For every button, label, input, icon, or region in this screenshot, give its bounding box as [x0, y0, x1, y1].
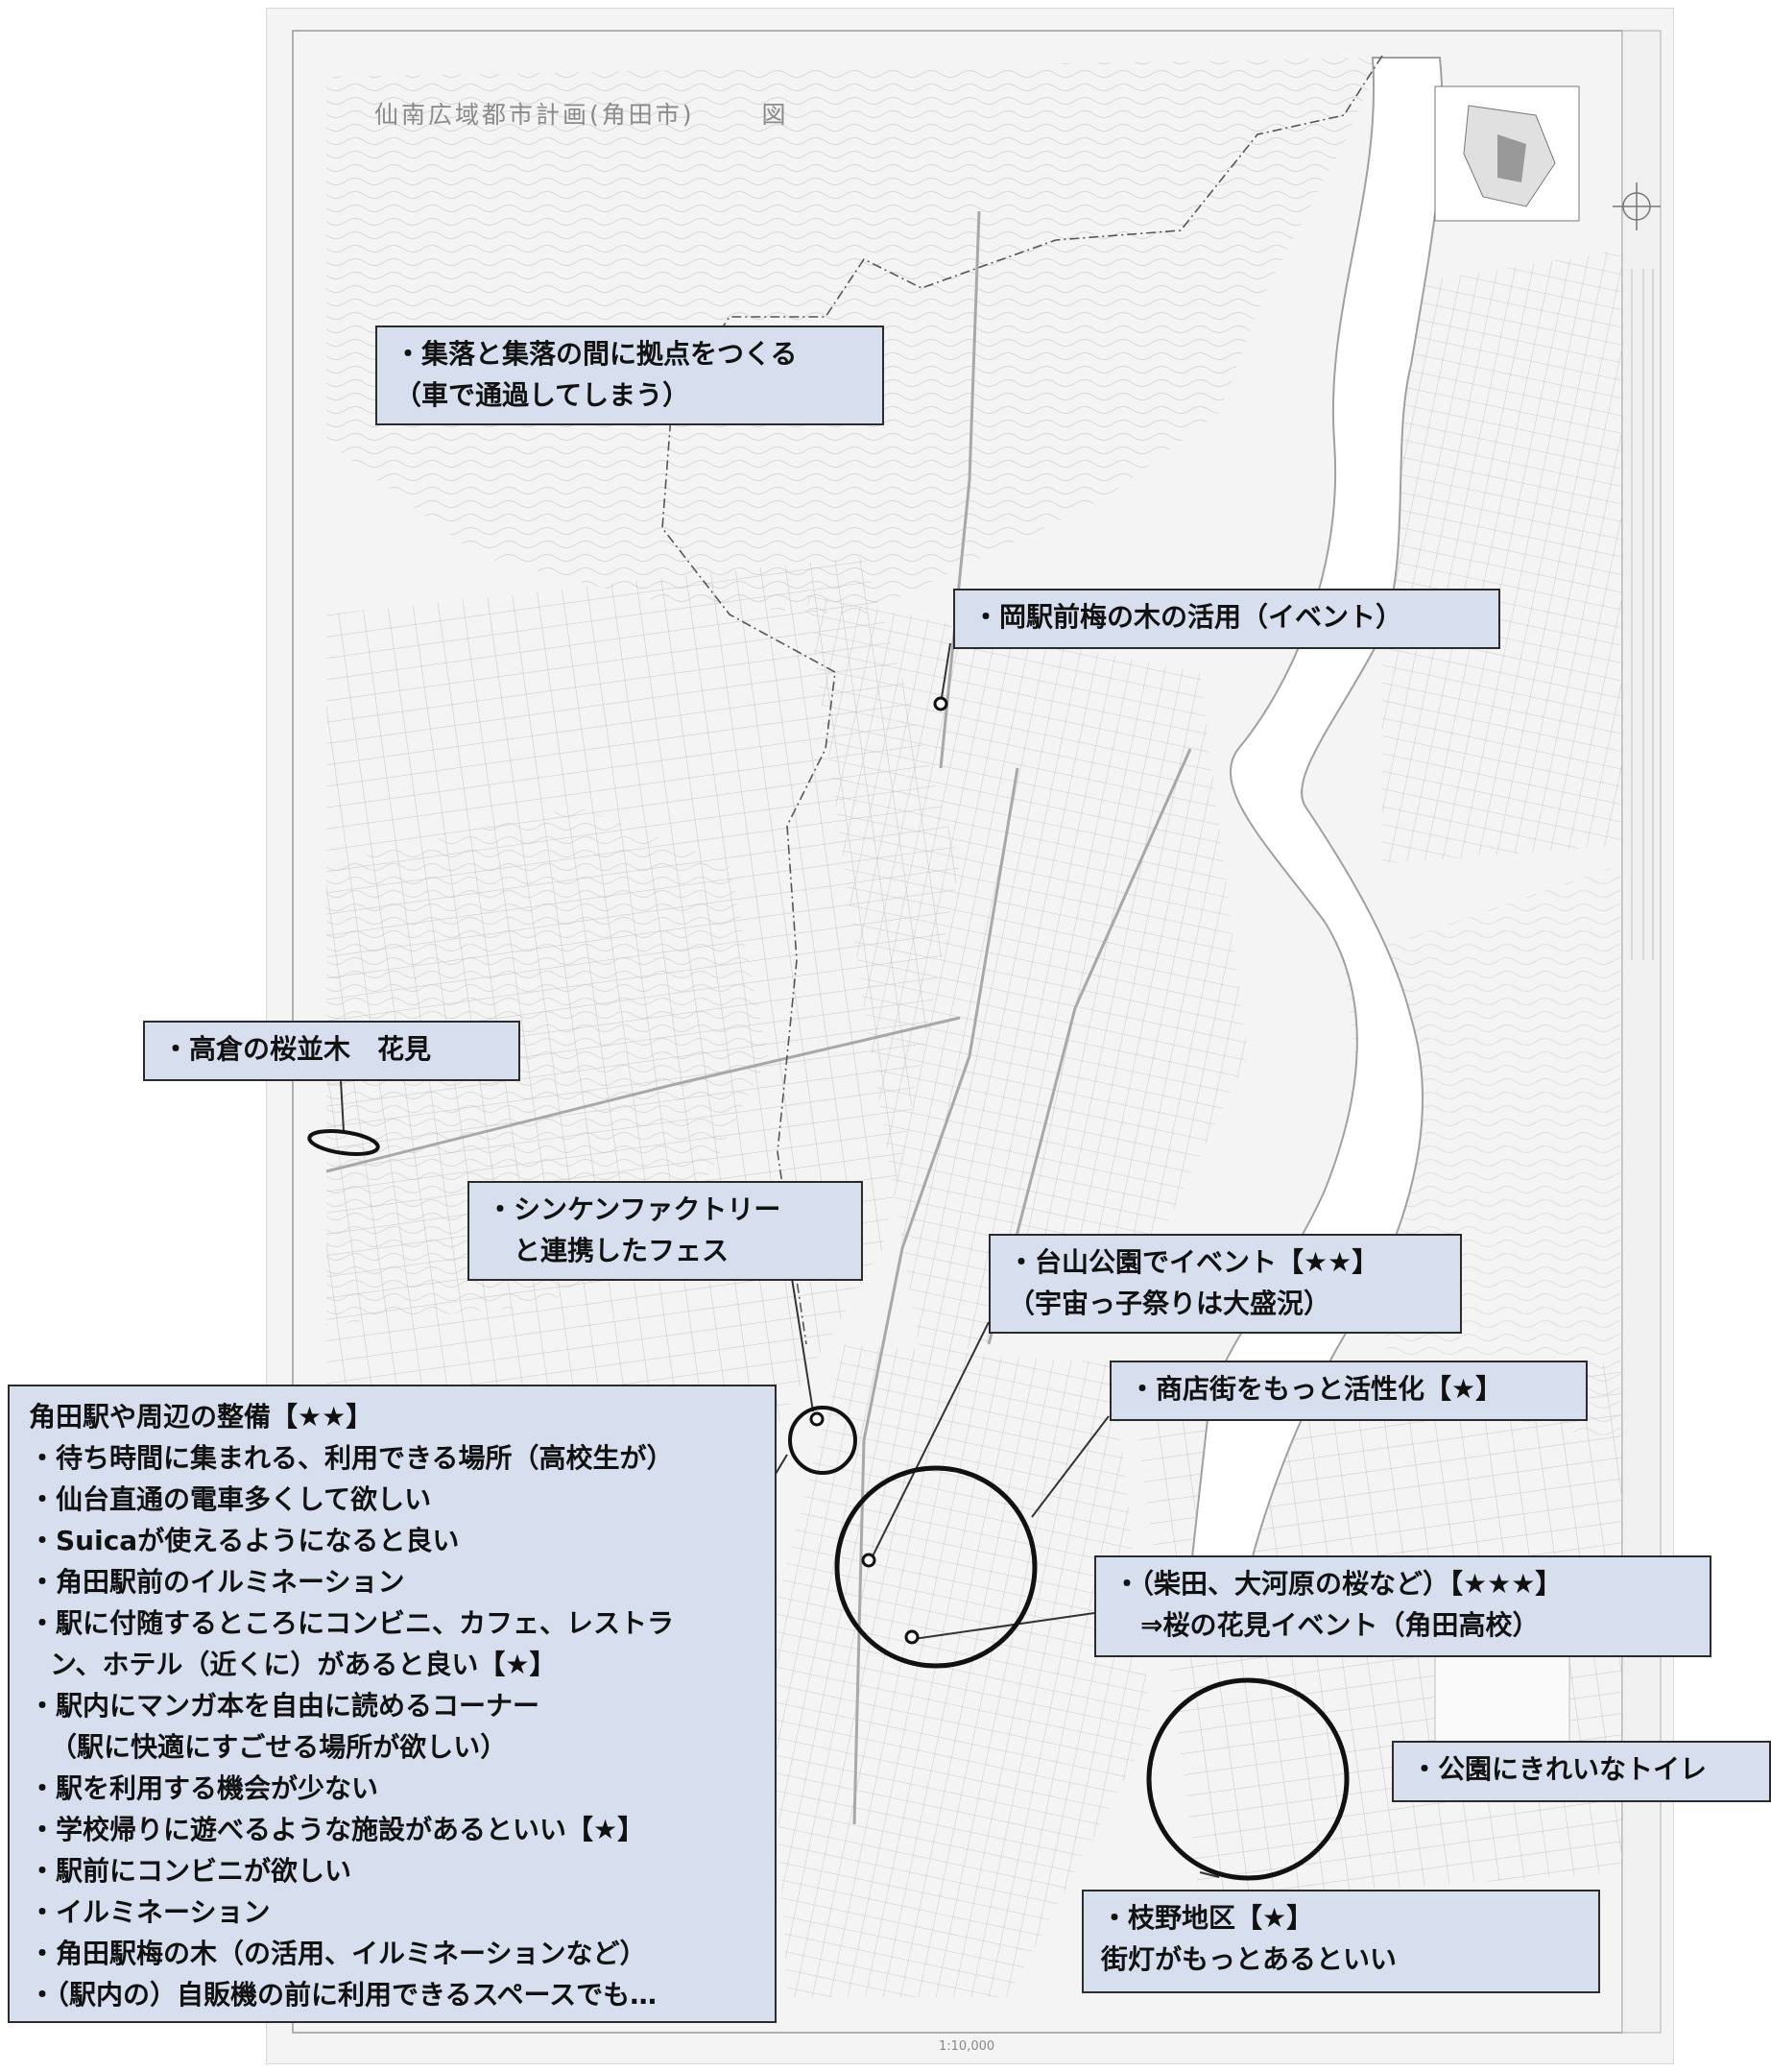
note-takakura: ・高倉の桜並木 花見	[143, 1021, 520, 1081]
note-kakuda-station: 角田駅や周辺の整備【★★】 ・待ち時間に集まれる、利用できる場所（高校生が） ・…	[8, 1385, 777, 2023]
note-line: ・角田駅梅の木（の活用、イルミネーションなど）	[29, 1938, 647, 1969]
marker-central-ring	[834, 1465, 1038, 1669]
note-line: ン、ホテル（近くに）があると良い【★】	[50, 1649, 557, 1680]
note-line: ・枝野地区【★】	[1101, 1902, 1314, 1934]
note-line: ・待ち時間に集まれる、利用できる場所（高校生が）	[29, 1442, 674, 1474]
inset-map	[1434, 85, 1580, 222]
north-arrow-icon	[1613, 182, 1661, 230]
note-line: ⇒桜の花見イベント（角田高校）	[1113, 1609, 1540, 1641]
note-oka-station: ・岡駅前梅の木の活用（イベント）	[953, 589, 1500, 649]
note-line: ・（駅内の）自販機の前に利用できるスペースでも…	[29, 1979, 658, 2011]
note-shopping: ・商店街をもっと活性化【★】	[1110, 1361, 1588, 1421]
note-line: ・高倉の桜並木 花見	[162, 1033, 432, 1065]
note-line: （車で通過してしまう）	[395, 379, 690, 411]
note-line: ・駅前にコンビニが欲しい	[29, 1855, 352, 1887]
note-line: ・台山公園でイベント【★★】	[1008, 1246, 1379, 1278]
marker-shinken	[809, 1411, 825, 1427]
note-line: ・駅内にマンガ本を自由に読めるコーナー	[29, 1690, 540, 1722]
note-sakura: ・（柴田、大河原の桜など）【★★★】 ⇒桜の花見イベント（角田高校）	[1094, 1555, 1711, 1657]
note-line: ・岡駅前梅の木の活用（イベント）	[972, 601, 1403, 633]
note-line: ・（柴田、大河原の桜など）【★★★】	[1113, 1568, 1563, 1600]
note-line: と連携したフェス	[487, 1235, 730, 1266]
callout-leaders	[340, 642, 1220, 1878]
note-heading: 角田駅や周辺の整備【★★】	[29, 1401, 373, 1433]
note-daiyama: ・台山公園でイベント【★★】 （宇宙っ子祭りは大盛況）	[989, 1234, 1462, 1334]
note-line: ・商店街をもっと活性化【★】	[1129, 1373, 1503, 1405]
note-line: ・シンケンファクトリー	[487, 1193, 781, 1225]
note-line: ・仙台直通の電車多くして欲しい	[29, 1483, 432, 1515]
map-scale: 1:10,000	[939, 2039, 995, 2054]
note-line: ・集落と集落の間に拠点をつくる	[395, 338, 798, 370]
note-toilet: ・公園にきれいなトイレ	[1392, 1741, 1771, 1802]
abukuma-river	[1188, 57, 1444, 1576]
marker-oka-station	[933, 696, 948, 711]
marker-takakura	[307, 1129, 380, 1156]
note-line: ・角田駅前のイルミネーション	[29, 1566, 405, 1598]
note-line: ・イルミネーション	[29, 1896, 271, 1928]
note-line: （駅に快適にすごせる場所が欲しい）	[50, 1731, 508, 1763]
note-line: ・公園にきれいなトイレ	[1411, 1753, 1708, 1785]
note-line: ・Suicaが使えるようになると良い	[29, 1525, 460, 1556]
note-shinken: ・シンケンファクトリー と連携したフェス	[467, 1181, 863, 1281]
note-line: 街灯がもっとあるといい	[1101, 1943, 1398, 1975]
note-line: ・駅に付随するところにコンビニ、カフェ、レストラ	[29, 1607, 675, 1639]
note-settlement: ・集落と集落の間に拠点をつくる （車で通過してしまう）	[375, 325, 884, 425]
marker-edano-ring	[1146, 1677, 1350, 1881]
location-markers	[307, 696, 1350, 1881]
note-line: （宇宙っ子祭りは大盛況）	[1008, 1288, 1331, 1319]
note-edano: ・枝野地区【★】 街灯がもっとあるといい	[1082, 1890, 1600, 1993]
map-title: 仙南広域都市計画(角田市)図	[374, 101, 789, 129]
marker-daiyama	[861, 1553, 876, 1568]
marker-shinken-ring	[788, 1406, 857, 1475]
note-line: ・駅を利用する機会が少ない	[29, 1772, 379, 1804]
marker-sakura	[904, 1629, 920, 1645]
major-roads	[325, 210, 1192, 1825]
note-line: ・学校帰りに遊べるような施設があるといい【★】	[29, 1814, 645, 1845]
